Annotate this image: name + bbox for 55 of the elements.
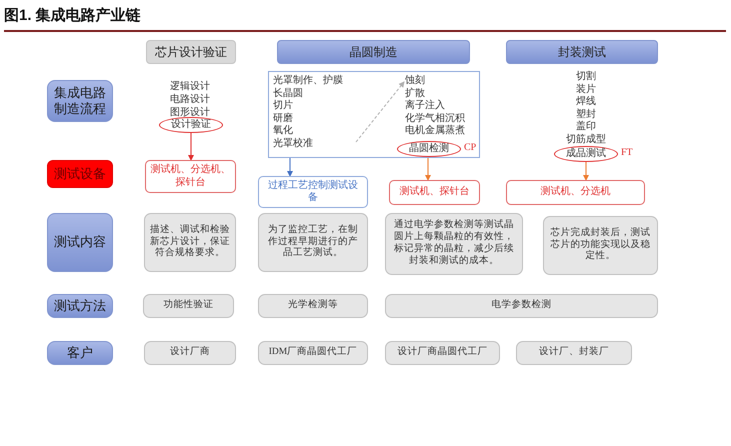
content-box: 描述、调试和检验新芯片设计，保证符合规格要求。 [144, 213, 236, 272]
column-header: 封装测试 [506, 40, 658, 64]
process-step-label: 塑封 [576, 108, 596, 120]
process-step-label: 切筋成型 [566, 132, 606, 146]
arrow [356, 81, 405, 142]
row-header: 测试设备 [47, 160, 113, 188]
process-step-label: 电路设计 [170, 92, 210, 106]
equipment-box: 测试机、分选机、探针台 [145, 160, 236, 193]
equipment-box: 测试机、分选机 [506, 180, 645, 205]
list-item: 蚀刻 [405, 75, 425, 88]
arrow [287, 158, 293, 177]
content-box: 设计厂商 [144, 341, 236, 365]
list-item: 研磨 [273, 112, 293, 125]
list-item: 光罩制作、护膜 [273, 75, 343, 88]
process-step-label: 逻辑设计 [170, 80, 210, 93]
list-item: 扩散 [405, 88, 425, 100]
column-header: 芯片设计验证 [146, 40, 236, 64]
process-step-label: 装片 [576, 82, 596, 96]
step-ellipse: 设计验证 [159, 117, 223, 133]
column-header: 晶圆制造 [277, 40, 470, 64]
list-item: 化学气相沉积 [405, 112, 465, 124]
process-step-label: 图形设计 [170, 106, 210, 118]
process-step-label: 焊线 [576, 94, 596, 108]
row-header: 测试方法 [47, 294, 113, 318]
process-step-label: 盖印 [576, 120, 596, 133]
list-item: 长晶圆 [273, 88, 303, 100]
content-box: 电学参数检测 [385, 294, 658, 318]
content-box: 通过电学参数检测等测试晶圆片上每颗晶粒的有效性，标记异常的晶粒，减少后续封装和测试的成本。 [385, 213, 523, 275]
arrow [583, 162, 589, 181]
process-frame [268, 71, 480, 158]
list-item: 氧化 [273, 125, 293, 138]
test-stage-label: FT [621, 147, 633, 158]
list-item: 光罩校准 [273, 138, 313, 150]
arrow [425, 156, 431, 181]
content-box: 为了监控工艺，在制作过程早期进行的产品工艺测试。 [258, 213, 368, 272]
equipment-box: 测试机、探针台 [389, 180, 480, 205]
step-ellipse: 晶圆检测 [397, 141, 461, 157]
content-box: 芯片完成封装后，测试芯片的功能实现以及稳定性。 [543, 216, 658, 275]
list-item: 切片 [273, 100, 293, 112]
row-header: 客户 [47, 341, 113, 365]
row-header: 测试内容 [47, 213, 113, 272]
equipment-box: 过程工艺控制测试设备 [258, 176, 368, 208]
content-box: 功能性验证 [143, 294, 234, 318]
content-box: 光学检测等 [258, 294, 368, 318]
row-header: 集成电路制造流程 [47, 80, 113, 122]
list-item: 电机金属蒸煮 [405, 125, 465, 138]
test-stage-label: CP [464, 142, 476, 154]
step-ellipse: 成品测试 [554, 146, 618, 162]
process-step-label: 切割 [576, 70, 596, 83]
arrow [188, 132, 194, 161]
content-box: 设计厂商晶圆代工厂 [385, 341, 500, 365]
list-item: 离子注入 [405, 100, 445, 112]
figure-title: 图1. 集成电路产业链 [4, 6, 141, 25]
content-box: IDM厂商晶圆代工厂 [258, 341, 368, 365]
content-box: 设计厂、封装厂 [516, 341, 632, 365]
